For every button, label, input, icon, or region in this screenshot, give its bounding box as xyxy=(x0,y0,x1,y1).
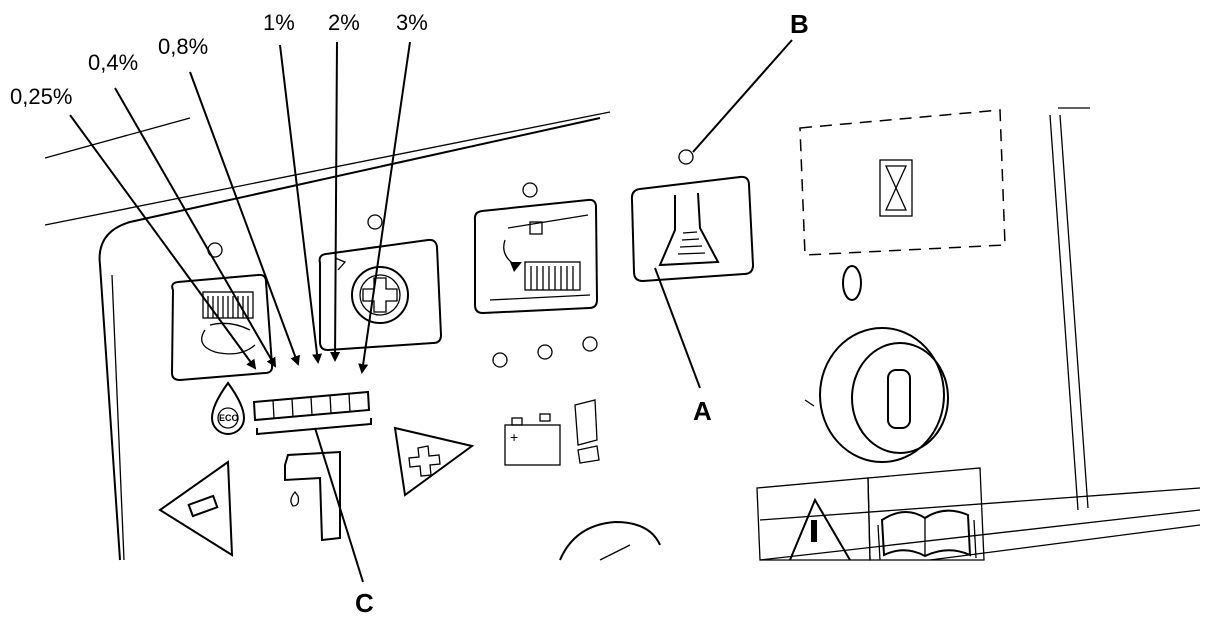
svg-text:+: + xyxy=(510,429,518,445)
plus-button[interactable] xyxy=(393,426,475,497)
led-row xyxy=(492,336,598,368)
callout-a-leader xyxy=(654,267,701,389)
water-level-icon xyxy=(574,399,600,464)
key-switch[interactable] xyxy=(804,327,949,463)
battery-icon: + xyxy=(504,413,561,466)
drain-hose-icon xyxy=(284,450,341,542)
indicator-window xyxy=(842,265,862,301)
callout-a-label: A xyxy=(693,396,712,426)
brush-icon xyxy=(201,291,256,355)
hourglass-icon xyxy=(879,159,913,217)
beaker-icon xyxy=(658,192,720,267)
percent-label-2: 2% xyxy=(328,10,360,35)
display-area xyxy=(799,109,1006,256)
vacuum-button[interactable] xyxy=(318,214,443,352)
callout-c-label: C xyxy=(355,588,374,618)
led-indicator xyxy=(367,214,383,230)
manual-label xyxy=(867,467,985,561)
brush-lift-button[interactable] xyxy=(473,182,599,315)
percent-label-1: 1% xyxy=(263,10,295,35)
dosing-led-indicator xyxy=(678,149,694,165)
percent-label-0-4: 0,4% xyxy=(88,50,138,75)
eco-label: ECO xyxy=(219,413,239,423)
percent-label-3: 3% xyxy=(396,10,428,35)
brush-rotation-button[interactable] xyxy=(170,242,274,382)
fan-icon xyxy=(334,257,409,324)
round-control-partial xyxy=(559,520,661,561)
detergent-dosing-button[interactable] xyxy=(630,149,755,283)
brush-lift-icon xyxy=(489,214,591,301)
percent-label-0-25: 0,25% xyxy=(10,84,72,109)
callout-b-leader xyxy=(692,39,793,153)
callout-c-leader xyxy=(314,427,364,583)
percent-leader-lines xyxy=(69,41,411,374)
panel-housing xyxy=(44,107,1201,561)
led-indicator xyxy=(522,182,538,198)
callout-b-label: B xyxy=(790,9,809,39)
book-icon xyxy=(877,509,977,561)
percent-label-0-8: 0,8% xyxy=(158,34,208,59)
minus-button[interactable] xyxy=(158,460,234,557)
eco-badge: ECO xyxy=(210,381,246,435)
dosing-level-bar xyxy=(252,390,372,436)
